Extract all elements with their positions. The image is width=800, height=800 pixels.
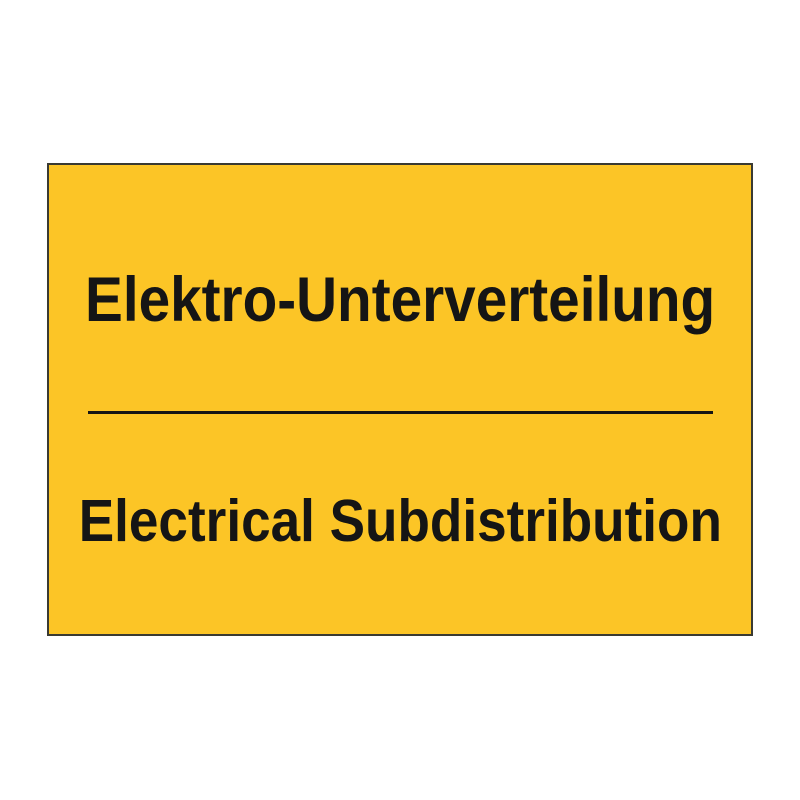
sign-title-german-row: Elektro-Unterverteilung — [49, 165, 751, 411]
sign-title-english-row: Electrical Subdistribution — [49, 414, 751, 635]
safety-sign: Elektro-Unterverteilung Electrical Subdi… — [47, 163, 753, 636]
sign-title-german: Elektro-Unterverteilung — [84, 264, 716, 335]
sign-title-english: Electrical Subdistribution — [78, 488, 722, 555]
divider-line — [87, 410, 713, 414]
